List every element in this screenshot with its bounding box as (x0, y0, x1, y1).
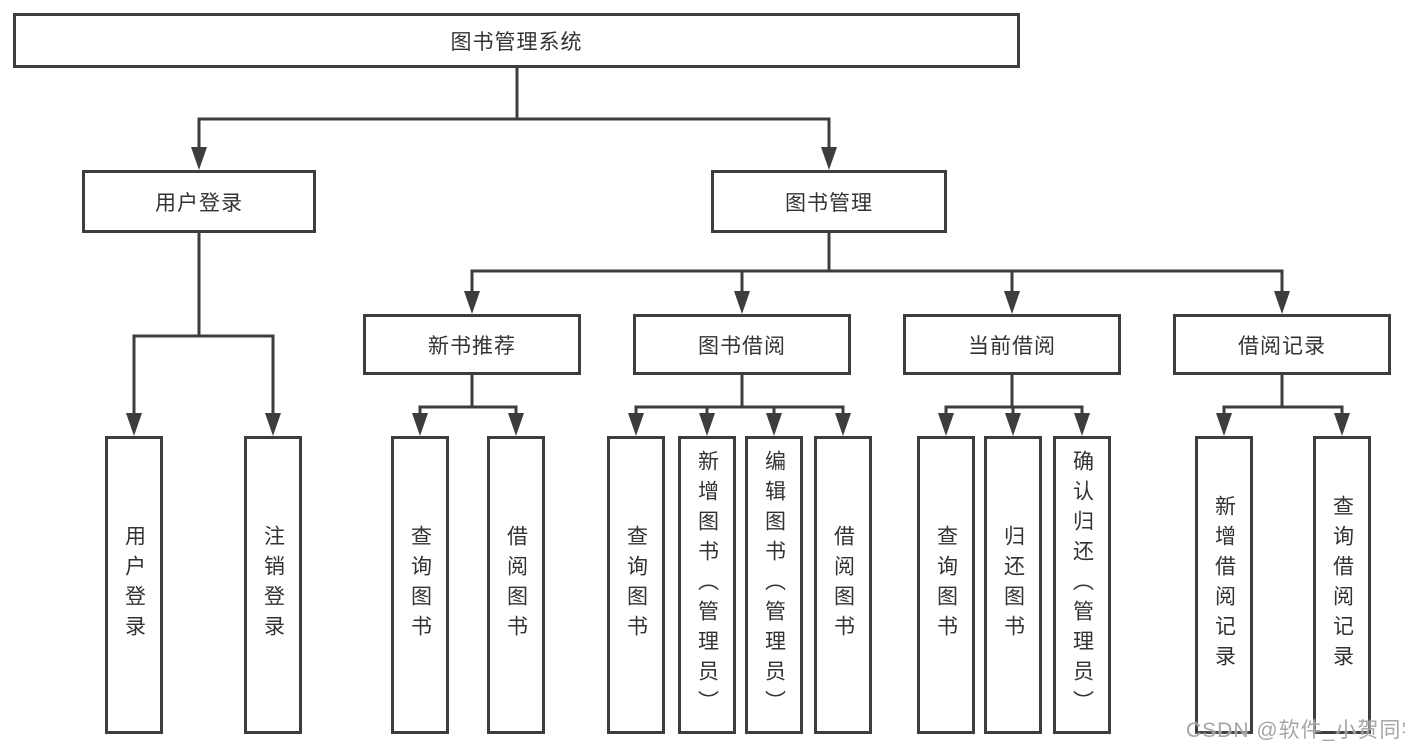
leaf-label: 新增借阅记录 (1212, 495, 1236, 675)
connector-current-borrow-to-leaves (938, 375, 1090, 436)
leaf-user-login: 用户登录 (105, 436, 163, 734)
leaf-add-books-admin: 新增图书（管理员） (678, 436, 736, 734)
arrow-down-icon (508, 413, 524, 436)
arrow-down-icon (1334, 413, 1350, 436)
node-user-login-label: 用户登录 (155, 191, 243, 215)
arrow-down-icon (821, 147, 837, 170)
node-book-management: 图书管理 (711, 170, 947, 233)
arrow-down-icon (126, 413, 142, 436)
node-root-label: 图书管理系统 (450, 30, 583, 54)
connector-user-login-to-leaves (126, 233, 281, 436)
arrow-down-icon (1004, 291, 1020, 314)
node-borrow-records: 借阅记录 (1173, 314, 1391, 375)
node-book-borrow-label: 图书借阅 (698, 334, 786, 358)
leaf-label: 用户登录 (122, 525, 146, 645)
leaf-query-books-borrow: 查询图书 (607, 436, 665, 734)
arrow-down-icon (835, 413, 851, 436)
leaf-return-books: 归还图书 (984, 436, 1042, 734)
arrow-down-icon (1274, 291, 1290, 314)
leaf-confirm-return-admin: 确认归还（管理员） (1053, 436, 1111, 734)
arrow-down-icon (938, 413, 954, 436)
arrow-down-icon (412, 413, 428, 436)
node-current-borrow: 当前借阅 (903, 314, 1121, 375)
arrow-down-icon (766, 413, 782, 436)
leaf-label: 借阅图书 (504, 525, 528, 645)
leaf-label: 查询图书 (934, 525, 958, 645)
connector-new-book-to-leaves (412, 375, 524, 436)
leaf-label: 注销登录 (261, 525, 285, 645)
arrow-down-icon (464, 291, 480, 314)
arrow-down-icon (734, 291, 750, 314)
node-new-book-recommend: 新书推荐 (363, 314, 581, 375)
leaf-label: 借阅图书 (831, 525, 855, 645)
leaf-label: 编辑图书（管理员） (762, 450, 786, 720)
leaf-borrow-books: 借阅图书 (814, 436, 872, 734)
arrow-down-icon (628, 413, 644, 436)
leaf-label: 新增图书（管理员） (695, 450, 719, 720)
leaf-borrow-books-recommend: 借阅图书 (487, 436, 545, 734)
leaf-edit-books-admin: 编辑图书（管理员） (745, 436, 803, 734)
arrow-down-icon (1005, 413, 1021, 436)
leaf-label: 查询借阅记录 (1330, 495, 1354, 675)
leaf-query-borrow-record: 查询借阅记录 (1313, 436, 1371, 734)
arrow-down-icon (1074, 413, 1090, 436)
leaf-label: 查询图书 (408, 525, 432, 645)
watermark-text: CSDN @软件_小贺同学 (1186, 719, 1405, 742)
arrow-down-icon (1216, 413, 1232, 436)
node-book-borrow: 图书借阅 (633, 314, 851, 375)
arrow-down-icon (699, 413, 715, 436)
leaf-logout: 注销登录 (244, 436, 302, 734)
leaf-label: 确认归还（管理员） (1070, 450, 1094, 720)
node-book-management-label: 图书管理 (785, 191, 873, 215)
node-current-borrow-label: 当前借阅 (968, 334, 1056, 358)
connector-borrow-records-to-leaves (1216, 375, 1350, 436)
node-user-login: 用户登录 (82, 170, 316, 233)
node-root: 图书管理系统 (13, 13, 1020, 68)
arrow-down-icon (191, 147, 207, 170)
connector-book-borrow-to-leaves (628, 375, 851, 436)
connector-root-to-level2 (191, 68, 837, 170)
node-borrow-records-label: 借阅记录 (1238, 334, 1326, 358)
leaf-query-books-recommend: 查询图书 (391, 436, 449, 734)
leaf-query-books-current: 查询图书 (917, 436, 975, 734)
leaf-add-borrow-record: 新增借阅记录 (1195, 436, 1253, 734)
arrow-down-icon (265, 413, 281, 436)
node-new-book-recommend-label: 新书推荐 (428, 334, 516, 358)
leaf-label: 查询图书 (624, 525, 648, 645)
connector-book-management-to-level3 (464, 233, 1290, 314)
leaf-label: 归还图书 (1001, 525, 1025, 645)
